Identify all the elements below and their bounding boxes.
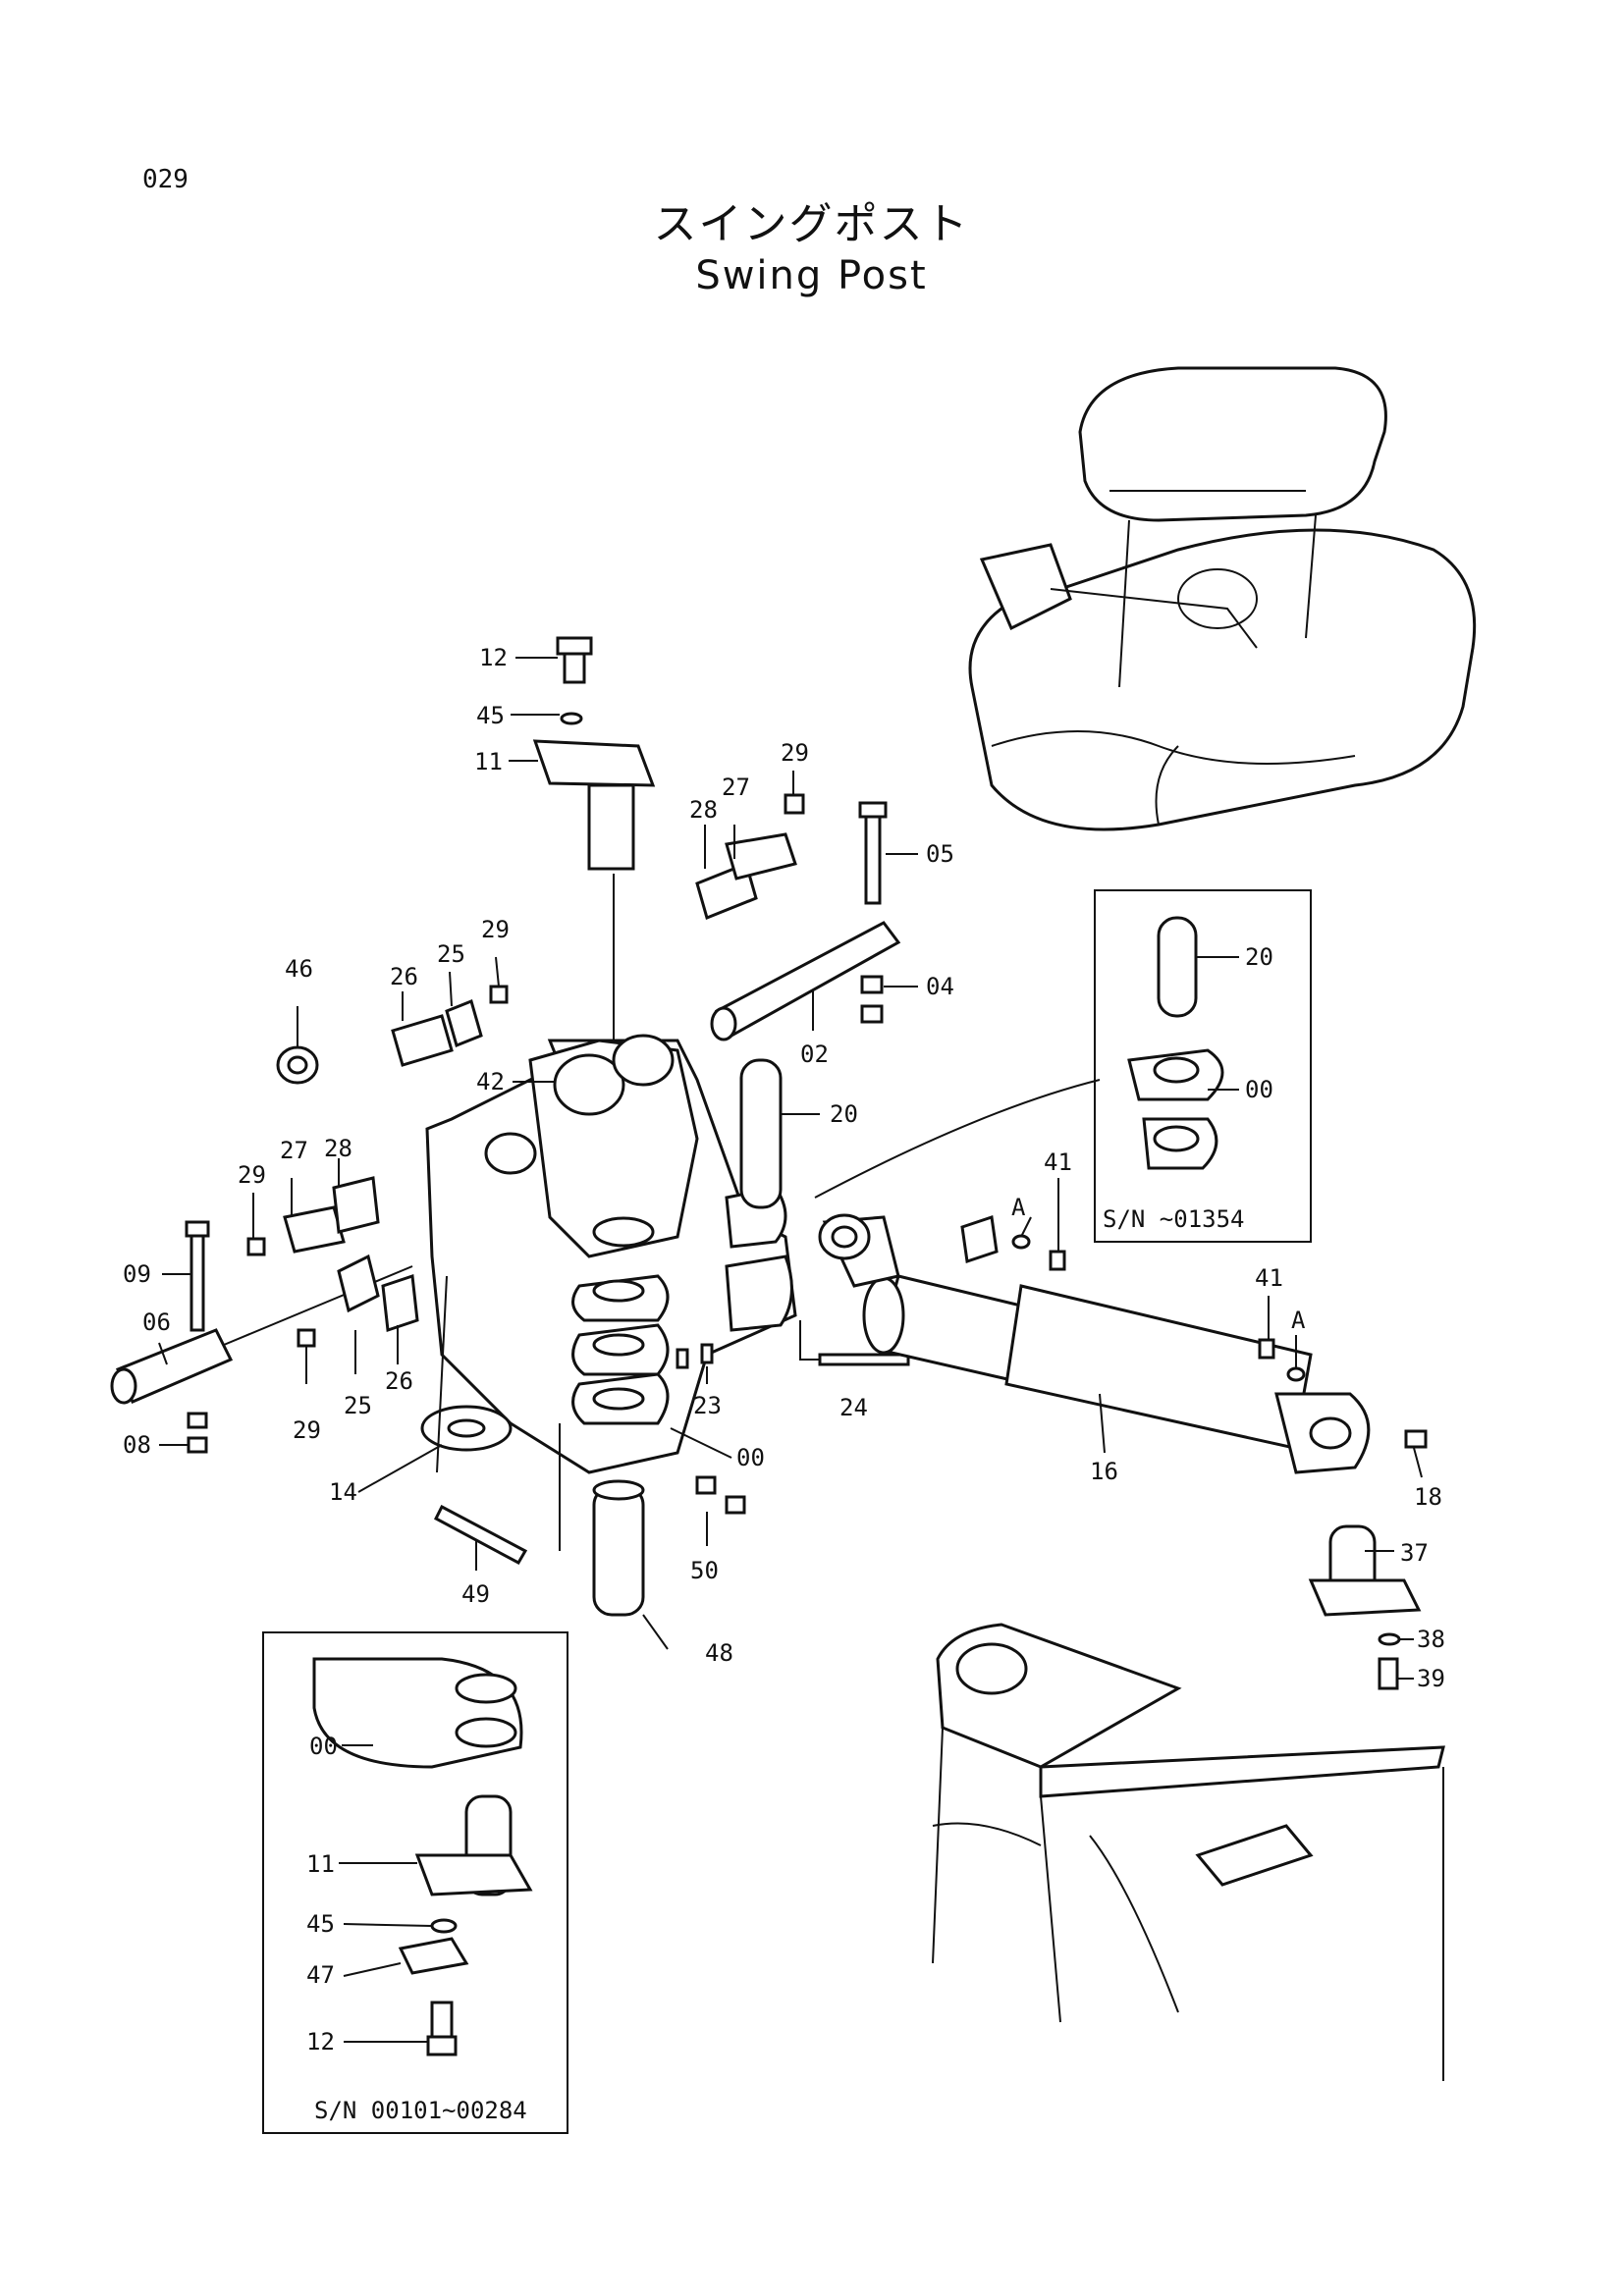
- inset-tr-serial: S/N ~01354: [1103, 1205, 1245, 1233]
- inset-bl-callout-45: 45: [306, 1910, 335, 1938]
- callout-39: 39: [1417, 1665, 1445, 1692]
- callout-27: 27: [722, 774, 750, 801]
- callout-37: 37: [1400, 1539, 1429, 1567]
- callout-38: 38: [1417, 1626, 1445, 1653]
- callout-50: 50: [690, 1557, 719, 1584]
- callout-29-d: 29: [293, 1416, 321, 1444]
- callout-49: 49: [461, 1580, 490, 1608]
- swing-post-assembly: [110, 636, 910, 1617]
- callout-11: 11: [474, 748, 503, 775]
- inset-tr-callout-20: 20: [1245, 943, 1273, 971]
- callout-a-b: A: [1291, 1307, 1306, 1334]
- callout-14: 14: [329, 1478, 357, 1506]
- callout-00: 00: [736, 1444, 765, 1471]
- inset-top-right-labels: 20 00 S/N ~01354: [1103, 943, 1273, 1233]
- page-number: 029: [142, 165, 189, 194]
- callout-20: 20: [830, 1100, 858, 1128]
- callout-41-b: 41: [1255, 1264, 1283, 1292]
- callout-04: 04: [926, 973, 954, 1000]
- callout-23: 23: [693, 1392, 722, 1419]
- callout-25-b: 25: [344, 1392, 372, 1419]
- inset-tr-callout-00: 00: [1245, 1076, 1273, 1103]
- callout-16: 16: [1090, 1458, 1118, 1485]
- callout-08: 08: [123, 1431, 151, 1459]
- inset-bl-callout-11: 11: [306, 1850, 335, 1878]
- callout-45: 45: [476, 702, 505, 729]
- callout-48: 48: [705, 1639, 733, 1667]
- frame-illustration: [932, 1623, 1445, 2081]
- callout-09: 09: [123, 1260, 151, 1288]
- pin-assembly-37: [1308, 1524, 1422, 1690]
- page-title-english: Swing Post: [695, 253, 928, 298]
- excavator-illustration: [968, 366, 1477, 831]
- callout-29-b: 29: [481, 916, 510, 943]
- callout-02: 02: [800, 1041, 829, 1068]
- callout-25: 25: [437, 940, 465, 968]
- callout-06: 06: [142, 1308, 171, 1336]
- callout-12: 12: [479, 644, 508, 671]
- inset-bl-serial: S/N 00101~00284: [314, 2097, 527, 2124]
- callout-24: 24: [839, 1394, 868, 1421]
- callout-26-b: 26: [385, 1367, 413, 1395]
- callout-27-b: 27: [280, 1137, 308, 1164]
- page-title-japanese: スイングポスト: [653, 199, 970, 249]
- callout-29-c: 29: [238, 1161, 266, 1189]
- inset-bl-callout-47: 47: [306, 1961, 335, 1989]
- inset-bottom-left-labels: 00 11 45 47 12 S/N 00101~00284: [306, 1733, 527, 2124]
- leader-lines: [158, 657, 1423, 2043]
- inset-top-right: [814, 889, 1312, 1243]
- callout-05: 05: [926, 840, 954, 868]
- inset-bl-callout-00: 00: [309, 1733, 338, 1760]
- callout-41: 41: [1044, 1148, 1072, 1176]
- callout-18: 18: [1414, 1483, 1442, 1511]
- callout-29: 29: [781, 739, 809, 767]
- inset-bl-callout-12: 12: [306, 2028, 335, 2056]
- callout-28-b: 28: [324, 1135, 352, 1162]
- callout-42: 42: [476, 1068, 505, 1095]
- callout-labels: 12 45 11 27 29 28 05 46 26 25 29 04 02 4…: [123, 644, 1445, 1692]
- callout-28: 28: [689, 796, 718, 824]
- inset-bottom-left: [262, 1631, 568, 2134]
- callout-46: 46: [285, 955, 313, 983]
- callout-a: A: [1011, 1194, 1026, 1221]
- callout-26: 26: [390, 963, 418, 990]
- swing-cylinder: [818, 1213, 1428, 1474]
